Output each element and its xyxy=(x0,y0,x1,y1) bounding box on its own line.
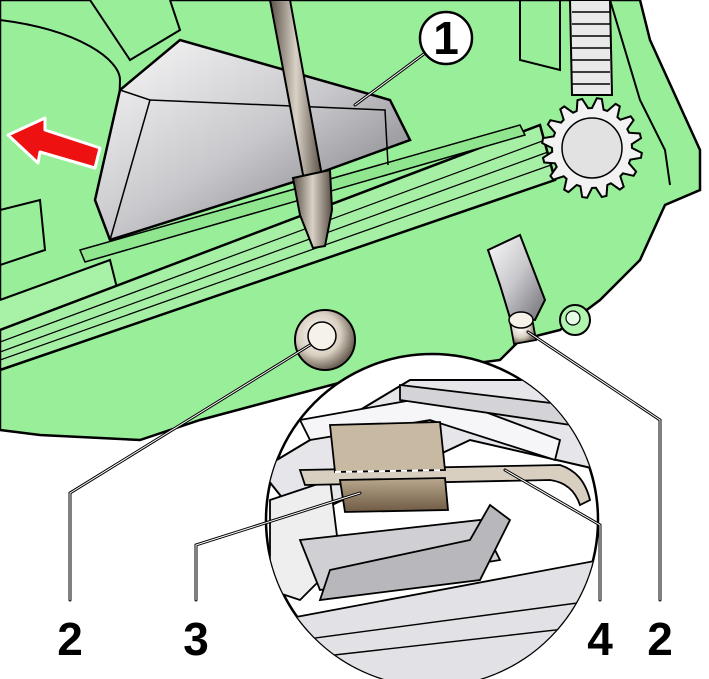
screwdriver xyxy=(268,0,334,250)
mounting-bolt-right xyxy=(508,304,591,346)
callout-label-1: 1 xyxy=(433,12,459,64)
magnified-detail-inset xyxy=(264,352,600,679)
callout-label-4: 4 xyxy=(587,613,613,665)
callout-label-2-right: 2 xyxy=(647,613,673,665)
callout-leaders xyxy=(68,40,662,602)
callout-1-circle xyxy=(418,10,474,66)
callout-label-3: 3 xyxy=(183,613,209,665)
bracket xyxy=(486,233,547,322)
mounting-bolt-left xyxy=(294,309,356,371)
callout-label-2-left: 2 xyxy=(57,613,83,665)
selector-gear xyxy=(541,0,643,199)
red-arrow-left-icon xyxy=(6,116,102,170)
gear-cover-part xyxy=(93,38,412,242)
